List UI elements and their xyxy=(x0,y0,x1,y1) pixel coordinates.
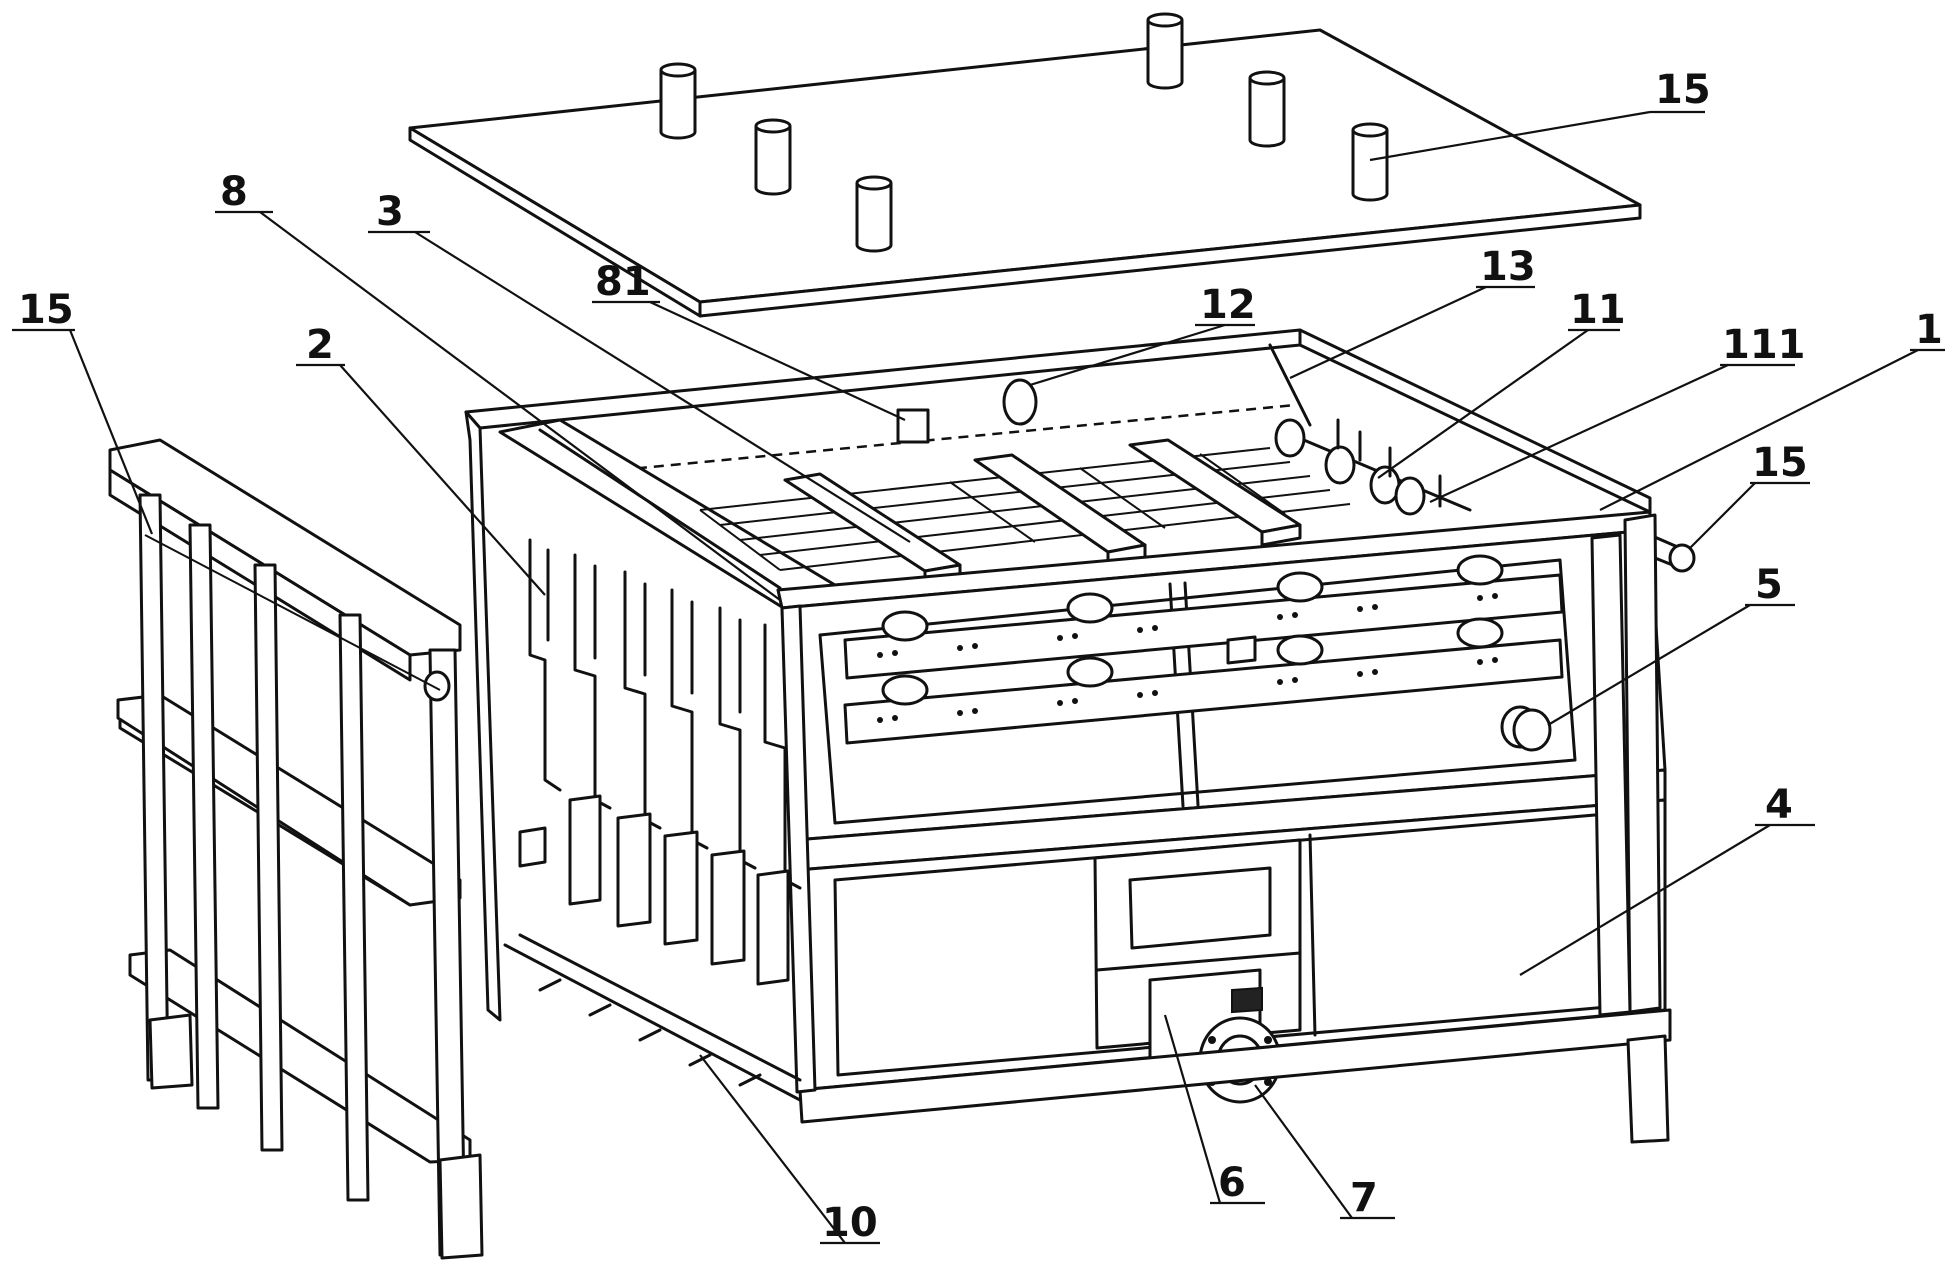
label-1: 1 xyxy=(1915,307,1943,353)
side-pipe-right xyxy=(1648,533,1696,573)
cross-bars xyxy=(783,438,1302,587)
lid-pins xyxy=(659,12,1389,253)
side-pipe-left xyxy=(423,670,451,702)
callouts: 15 8 3 81 12 13 11 111 1 15 2 15 5 4 10 … xyxy=(12,67,1945,1246)
window-12 xyxy=(1002,378,1038,426)
lid-pin xyxy=(1248,70,1286,148)
label-11: 11 xyxy=(1570,287,1626,333)
outlet-pipe-5 xyxy=(1500,705,1552,752)
block-81 xyxy=(896,408,930,444)
label-12: 12 xyxy=(1200,282,1256,328)
lid-pin xyxy=(659,62,697,140)
rail-lower xyxy=(843,617,1564,745)
label-81: 81 xyxy=(595,259,651,305)
lid-pin xyxy=(754,118,792,196)
label-15-right: 15 xyxy=(1752,440,1808,486)
label-15-top: 15 xyxy=(1655,67,1711,113)
label-7: 7 xyxy=(1350,1175,1378,1221)
lid-pin xyxy=(1351,122,1389,202)
label-5: 5 xyxy=(1755,562,1783,608)
label-4: 4 xyxy=(1765,782,1793,828)
lid-pin xyxy=(1146,12,1184,90)
label-13: 13 xyxy=(1480,244,1536,290)
lid-plate xyxy=(408,28,1642,318)
label-111: 111 xyxy=(1722,322,1806,368)
electrode-plates xyxy=(503,538,802,1102)
label-10: 10 xyxy=(822,1200,878,1246)
roller-shaft xyxy=(1274,418,1472,516)
label-2: 2 xyxy=(306,322,334,368)
label-8: 8 xyxy=(220,169,248,215)
rail-bolt-holes xyxy=(877,593,1498,723)
main-tank xyxy=(464,328,1696,1144)
label-6: 6 xyxy=(1218,1160,1246,1206)
label-15-left: 15 xyxy=(18,287,74,333)
side-frame xyxy=(108,438,484,1260)
rail-upper xyxy=(843,554,1564,680)
lid-pin xyxy=(855,175,893,253)
label-3: 3 xyxy=(376,189,404,235)
